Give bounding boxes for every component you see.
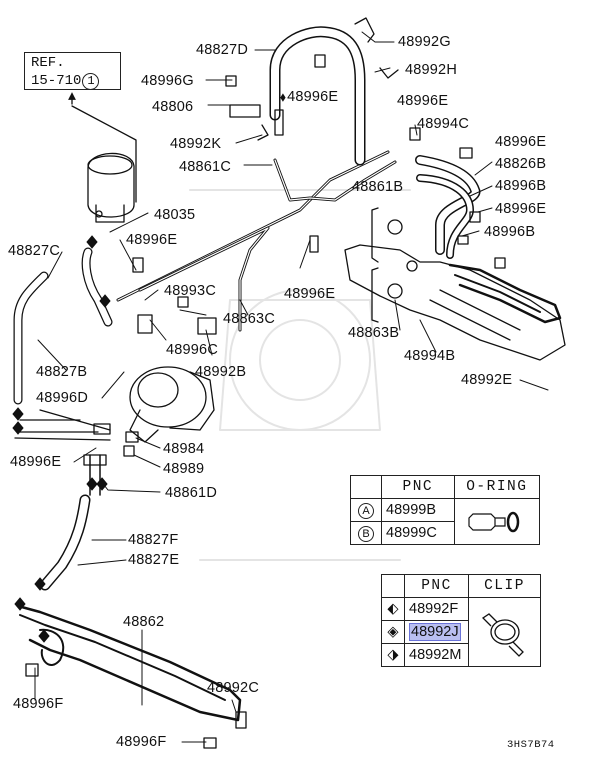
ref-circle-number: 1 (82, 73, 100, 90)
diamond-half-icon: ◈ (387, 624, 399, 640)
hose-clip-icon (481, 613, 524, 657)
diagram-code: 3HS7B74 (507, 739, 555, 751)
marker-b-icon: B (358, 525, 374, 542)
clip-header-pnc: PNC (403, 574, 470, 598)
oring-row-pnc: 48999B (381, 498, 455, 522)
oring-header-pnc: PNC (381, 475, 455, 499)
clip-image (468, 597, 541, 667)
label-48992c: 48992C (207, 680, 259, 696)
ref-line2: 15-710 (31, 73, 82, 89)
label-48863b: 48863B (348, 325, 400, 341)
diamond-markers (12, 235, 111, 643)
label-48861c: 48861C (179, 159, 231, 175)
label-48993c: 48993C (164, 283, 216, 299)
leader-lines (34, 31, 549, 743)
label-48827b: 48827B (36, 364, 88, 380)
label-48996f-b: 48996F (116, 734, 167, 750)
clip-row-pnc: 48992M (403, 643, 470, 667)
label-48989: 48989 (163, 461, 205, 477)
label-48996b: 48996B (495, 178, 547, 194)
reservoir-tank (87, 152, 135, 223)
clip-row-pnc: 48992F (403, 597, 470, 621)
diamond-bottom-icon: ⬗ (387, 647, 399, 663)
label-48994b: 48994B (404, 348, 456, 364)
label-48996f-a: 48996F (13, 696, 64, 712)
watermark (189, 189, 411, 561)
oring-row-pnc: 48999C (381, 521, 455, 545)
oring-fitting-icon (468, 511, 520, 532)
label-48996e-b: ⬧48996E (280, 89, 339, 105)
oring-image (453, 498, 541, 545)
label-48996e-c: 48996E (495, 134, 547, 150)
label-48826b: 48826B (495, 156, 547, 172)
label-48996e-e: 48996E (126, 232, 178, 248)
cooler-pipe-48862 (16, 604, 242, 722)
label-48861b: 48861B (352, 179, 404, 195)
label-48863c: 48863C (223, 311, 275, 327)
label-48996d: 48996D (36, 390, 88, 406)
ref-line1: REF. (31, 55, 65, 71)
label-48996e-a: 48996E (397, 93, 449, 109)
label-48992e: 48992E (461, 372, 513, 388)
label-48806: 48806 (152, 99, 194, 115)
label-48996b-b: 48996B (484, 224, 536, 240)
label-48992b: 48992B (195, 364, 247, 380)
diamond-top-icon: ⬖ (387, 601, 399, 617)
oring-header-oring: O-RING (453, 475, 541, 499)
label-48992g: 48992G (398, 34, 451, 50)
label-48827e: 48827E (128, 552, 180, 568)
label-48827d: 48827D (196, 42, 248, 58)
label-48996e-f: 48996E (284, 286, 336, 302)
clip-table: PNC CLIP ⬖ 48992F ◈ 48992J ⬗ 48992M (381, 574, 541, 667)
label-48992k: 48992K (170, 136, 222, 152)
label-48984: 48984 (163, 441, 205, 457)
clip-row-pnc-highlighted[interactable]: 48992J (409, 623, 461, 641)
clip-header-clip: CLIP (468, 574, 541, 598)
diamond-bottom-icon: ⬧ (280, 89, 287, 104)
label-48035: 48035 (154, 207, 196, 223)
label-48996e-d: 48996E (495, 201, 547, 217)
label-48992h: 48992H (405, 62, 457, 78)
label-48996e-g: 48996E (10, 454, 62, 470)
label-48861d: 48861D (165, 485, 217, 501)
label-48996c: 48996C (166, 342, 218, 358)
label-48996g: 48996G (141, 73, 194, 89)
label-48827f: 48827F (128, 532, 179, 548)
oring-table: PNC O-RING A 48999B B 48999C (350, 475, 541, 545)
marker-a-icon: A (358, 502, 374, 519)
label-48862: 48862 (123, 614, 165, 630)
label-48827c: 48827C (8, 243, 60, 259)
label-48994c: 48994C (417, 116, 469, 132)
